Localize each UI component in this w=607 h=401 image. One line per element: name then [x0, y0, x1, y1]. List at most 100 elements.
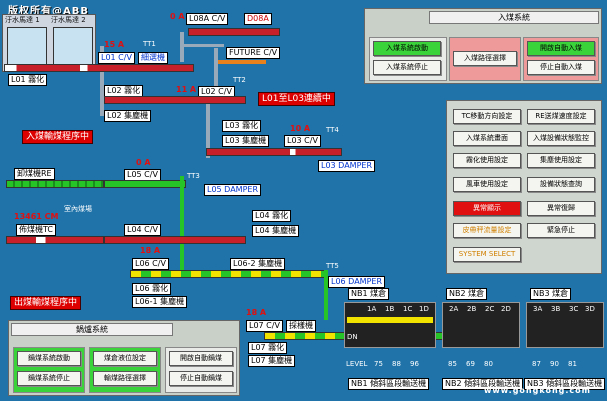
- l061-label[interactable]: L06-1 集塵機: [132, 296, 188, 308]
- l01-label[interactable]: L01 C/V: [98, 52, 135, 64]
- coal-in-auto-button[interactable]: 開啟自動入煤: [527, 41, 595, 56]
- coal-in-start-button[interactable]: 入煤系統啟動: [373, 41, 441, 56]
- boiler-stop-auto-button[interactable]: 停止自動鍋煤: [169, 371, 233, 386]
- alarm-display-button[interactable]: 異常顯示: [453, 201, 521, 216]
- nb1-motor-1d: 1D: [419, 305, 429, 313]
- bunker-area: NB1 煤倉 NB2 煤倉 NB3 煤倉 1A 1B 1C 1D DN 2A 2…: [342, 286, 606, 396]
- l04cv-label[interactable]: L04 C/V: [124, 224, 161, 236]
- re-belt[interactable]: [6, 180, 104, 188]
- coal-in-panel-title: 入煤系統: [429, 11, 599, 24]
- coal-in-screen-button[interactable]: 入煤系統畫面: [453, 131, 521, 146]
- fan-settings-button[interactable]: 風車使用設定: [453, 177, 521, 192]
- nb2-bunker[interactable]: 2A 2B 2C 2D: [442, 302, 520, 348]
- future-label[interactable]: FUTURE C/V: [226, 47, 281, 59]
- sampler-label[interactable]: 採樣機: [286, 320, 316, 332]
- nb2-label[interactable]: NB2 煤倉: [446, 288, 488, 300]
- yard-belt[interactable]: [6, 236, 104, 244]
- coal-in-monitor-button[interactable]: 入煤設備狀態監控: [527, 131, 595, 146]
- nb3-motor-3d: 3D: [585, 305, 595, 313]
- boiler-panel-title: 鍋爐系統: [11, 323, 173, 336]
- l04fog-label[interactable]: L04 霧化: [252, 210, 292, 222]
- tc-direction-button[interactable]: TC移動方向設定: [453, 109, 521, 124]
- l08a-belt[interactable]: [188, 28, 280, 36]
- belt-scale-button[interactable]: 皮帶秤流量設定: [453, 223, 521, 238]
- boiler-start-button[interactable]: 鍋煤系統啟動: [17, 351, 81, 366]
- l03cv-label[interactable]: L03 C/V: [284, 135, 321, 147]
- tank-2-body[interactable]: [53, 27, 93, 69]
- pipe-4: [180, 32, 184, 62]
- juice-label[interactable]: 細選機: [138, 52, 168, 64]
- coal-in-stop-auto-button[interactable]: 停止自動入煤: [527, 60, 595, 75]
- l01-fog-label[interactable]: L01 霧化: [8, 74, 48, 86]
- l03-belt[interactable]: [206, 148, 342, 156]
- tt1-label: TT1: [143, 40, 156, 48]
- l04dust-label[interactable]: L04 集塵機: [252, 225, 300, 237]
- d08a-label[interactable]: D08A: [244, 13, 272, 25]
- l05damper-label[interactable]: L05 DAMPER: [204, 184, 262, 196]
- function-panel: TC移動方向設定 RE送煤速度設定 入煤系統畫面 入煤設備狀態監控 霧化使用設定…: [446, 100, 602, 274]
- l01-belt[interactable]: [4, 64, 194, 72]
- l04-belt[interactable]: [104, 236, 246, 244]
- cm-label: 13461 CM: [14, 212, 59, 221]
- nb3-label[interactable]: NB3 煤倉: [530, 288, 572, 300]
- re-speed-button[interactable]: RE送煤速度設定: [527, 109, 595, 124]
- l03fog-label[interactable]: L03 霧化: [222, 120, 262, 132]
- l05-belt[interactable]: [104, 180, 186, 188]
- yard-label: 室內煤場: [64, 205, 92, 213]
- nb1-feeder-label[interactable]: NB1 傾斜區段輸送機: [348, 378, 430, 390]
- boiler-level-button[interactable]: 煤倉液位設定: [93, 351, 157, 366]
- l02dust-label[interactable]: L02 集塵機: [104, 110, 152, 122]
- level-label: LEVEL: [346, 360, 368, 368]
- stacker-label[interactable]: 佈煤機TC: [16, 224, 57, 236]
- l02-belt[interactable]: [104, 96, 246, 104]
- level-2c: 80: [484, 360, 493, 368]
- level-1b: 88: [392, 360, 401, 368]
- nb1-motor-1a: 1A: [367, 305, 377, 313]
- pipe-1: [100, 46, 104, 116]
- l07dust-label[interactable]: L07 集塵機: [248, 355, 296, 367]
- device-status-button[interactable]: 設備狀態查詢: [527, 177, 595, 192]
- tank-1-body[interactable]: [7, 27, 47, 69]
- level-1a: 75: [374, 360, 383, 368]
- l08a-amp: 0 A: [170, 12, 185, 21]
- l06-belt[interactable]: [130, 270, 328, 278]
- emergency-stop-button[interactable]: 緊急停止: [527, 223, 595, 238]
- l01-amp: 15 A: [104, 40, 125, 49]
- fog-settings-button[interactable]: 霧化使用設定: [453, 153, 521, 168]
- coal-in-panel: 入煤系統 入煤系統啟動 入煤系統停止 入煤路徑選擇 開啟自動入煤 停止自動入煤: [364, 8, 602, 84]
- nb2-motor-2a: 2A: [449, 305, 459, 313]
- nb1-bunker[interactable]: 1A 1B 1C 1D DN: [344, 302, 436, 348]
- nb2-feeder-label[interactable]: NB2 傾斜區段輸送機: [442, 378, 524, 390]
- alarm-reset-button[interactable]: 異常復歸: [527, 201, 595, 216]
- dust-settings-button[interactable]: 集塵使用設定: [527, 153, 595, 168]
- boiler-path-button[interactable]: 輸煤路徑選擇: [93, 371, 157, 386]
- alarm-l01-l03: L01至L03連續中: [258, 92, 335, 106]
- l062-label[interactable]: L06-2 集塵機: [230, 258, 286, 270]
- l06fog-label[interactable]: L06 霧化: [132, 283, 172, 295]
- coal-in-path-button[interactable]: 入煤路徑選擇: [453, 51, 517, 66]
- boiler-stop-button[interactable]: 鍋煤系統停止: [17, 371, 81, 386]
- pipe-3: [206, 96, 210, 158]
- l08a-label[interactable]: L08A C/V: [186, 13, 229, 25]
- level-2a: 85: [448, 360, 457, 368]
- l06cv-label[interactable]: L06 C/V: [132, 258, 169, 270]
- l03dust-label[interactable]: L03 集塵機: [222, 135, 270, 147]
- boiler-auto-button[interactable]: 開啟自動鍋煤: [169, 351, 233, 366]
- nb1-label[interactable]: NB1 煤倉: [348, 288, 390, 300]
- l07cv-label[interactable]: L07 C/V: [246, 320, 283, 332]
- nb3-feeder-label[interactable]: NB3 傾斜區段輸送機: [524, 378, 606, 390]
- l06damper-label[interactable]: L06 DAMPER: [328, 276, 386, 288]
- nb3-motor-3b: 3B: [551, 305, 561, 313]
- l06-chute: [324, 270, 328, 320]
- system-select-button[interactable]: SYSTEM SELECT: [453, 247, 521, 262]
- ore-label[interactable]: 卸煤機RE: [14, 168, 55, 180]
- l02-amp: 11 A: [176, 85, 197, 94]
- watermark-top: 版权所有@ABB: [8, 6, 89, 17]
- l07fog-label[interactable]: L07 霧化: [248, 342, 288, 354]
- l03damper-label[interactable]: L03 DAMPER: [318, 160, 376, 172]
- nb3-bunker[interactable]: 3A 3B 3C 3D: [526, 302, 604, 348]
- watermark-bottom: www.gongkong.com: [484, 386, 591, 395]
- coal-in-stop-button[interactable]: 入煤系統停止: [373, 60, 441, 75]
- alarm-in-process: 入煤輸煤程序中: [22, 130, 94, 144]
- pipe-2: [214, 48, 218, 98]
